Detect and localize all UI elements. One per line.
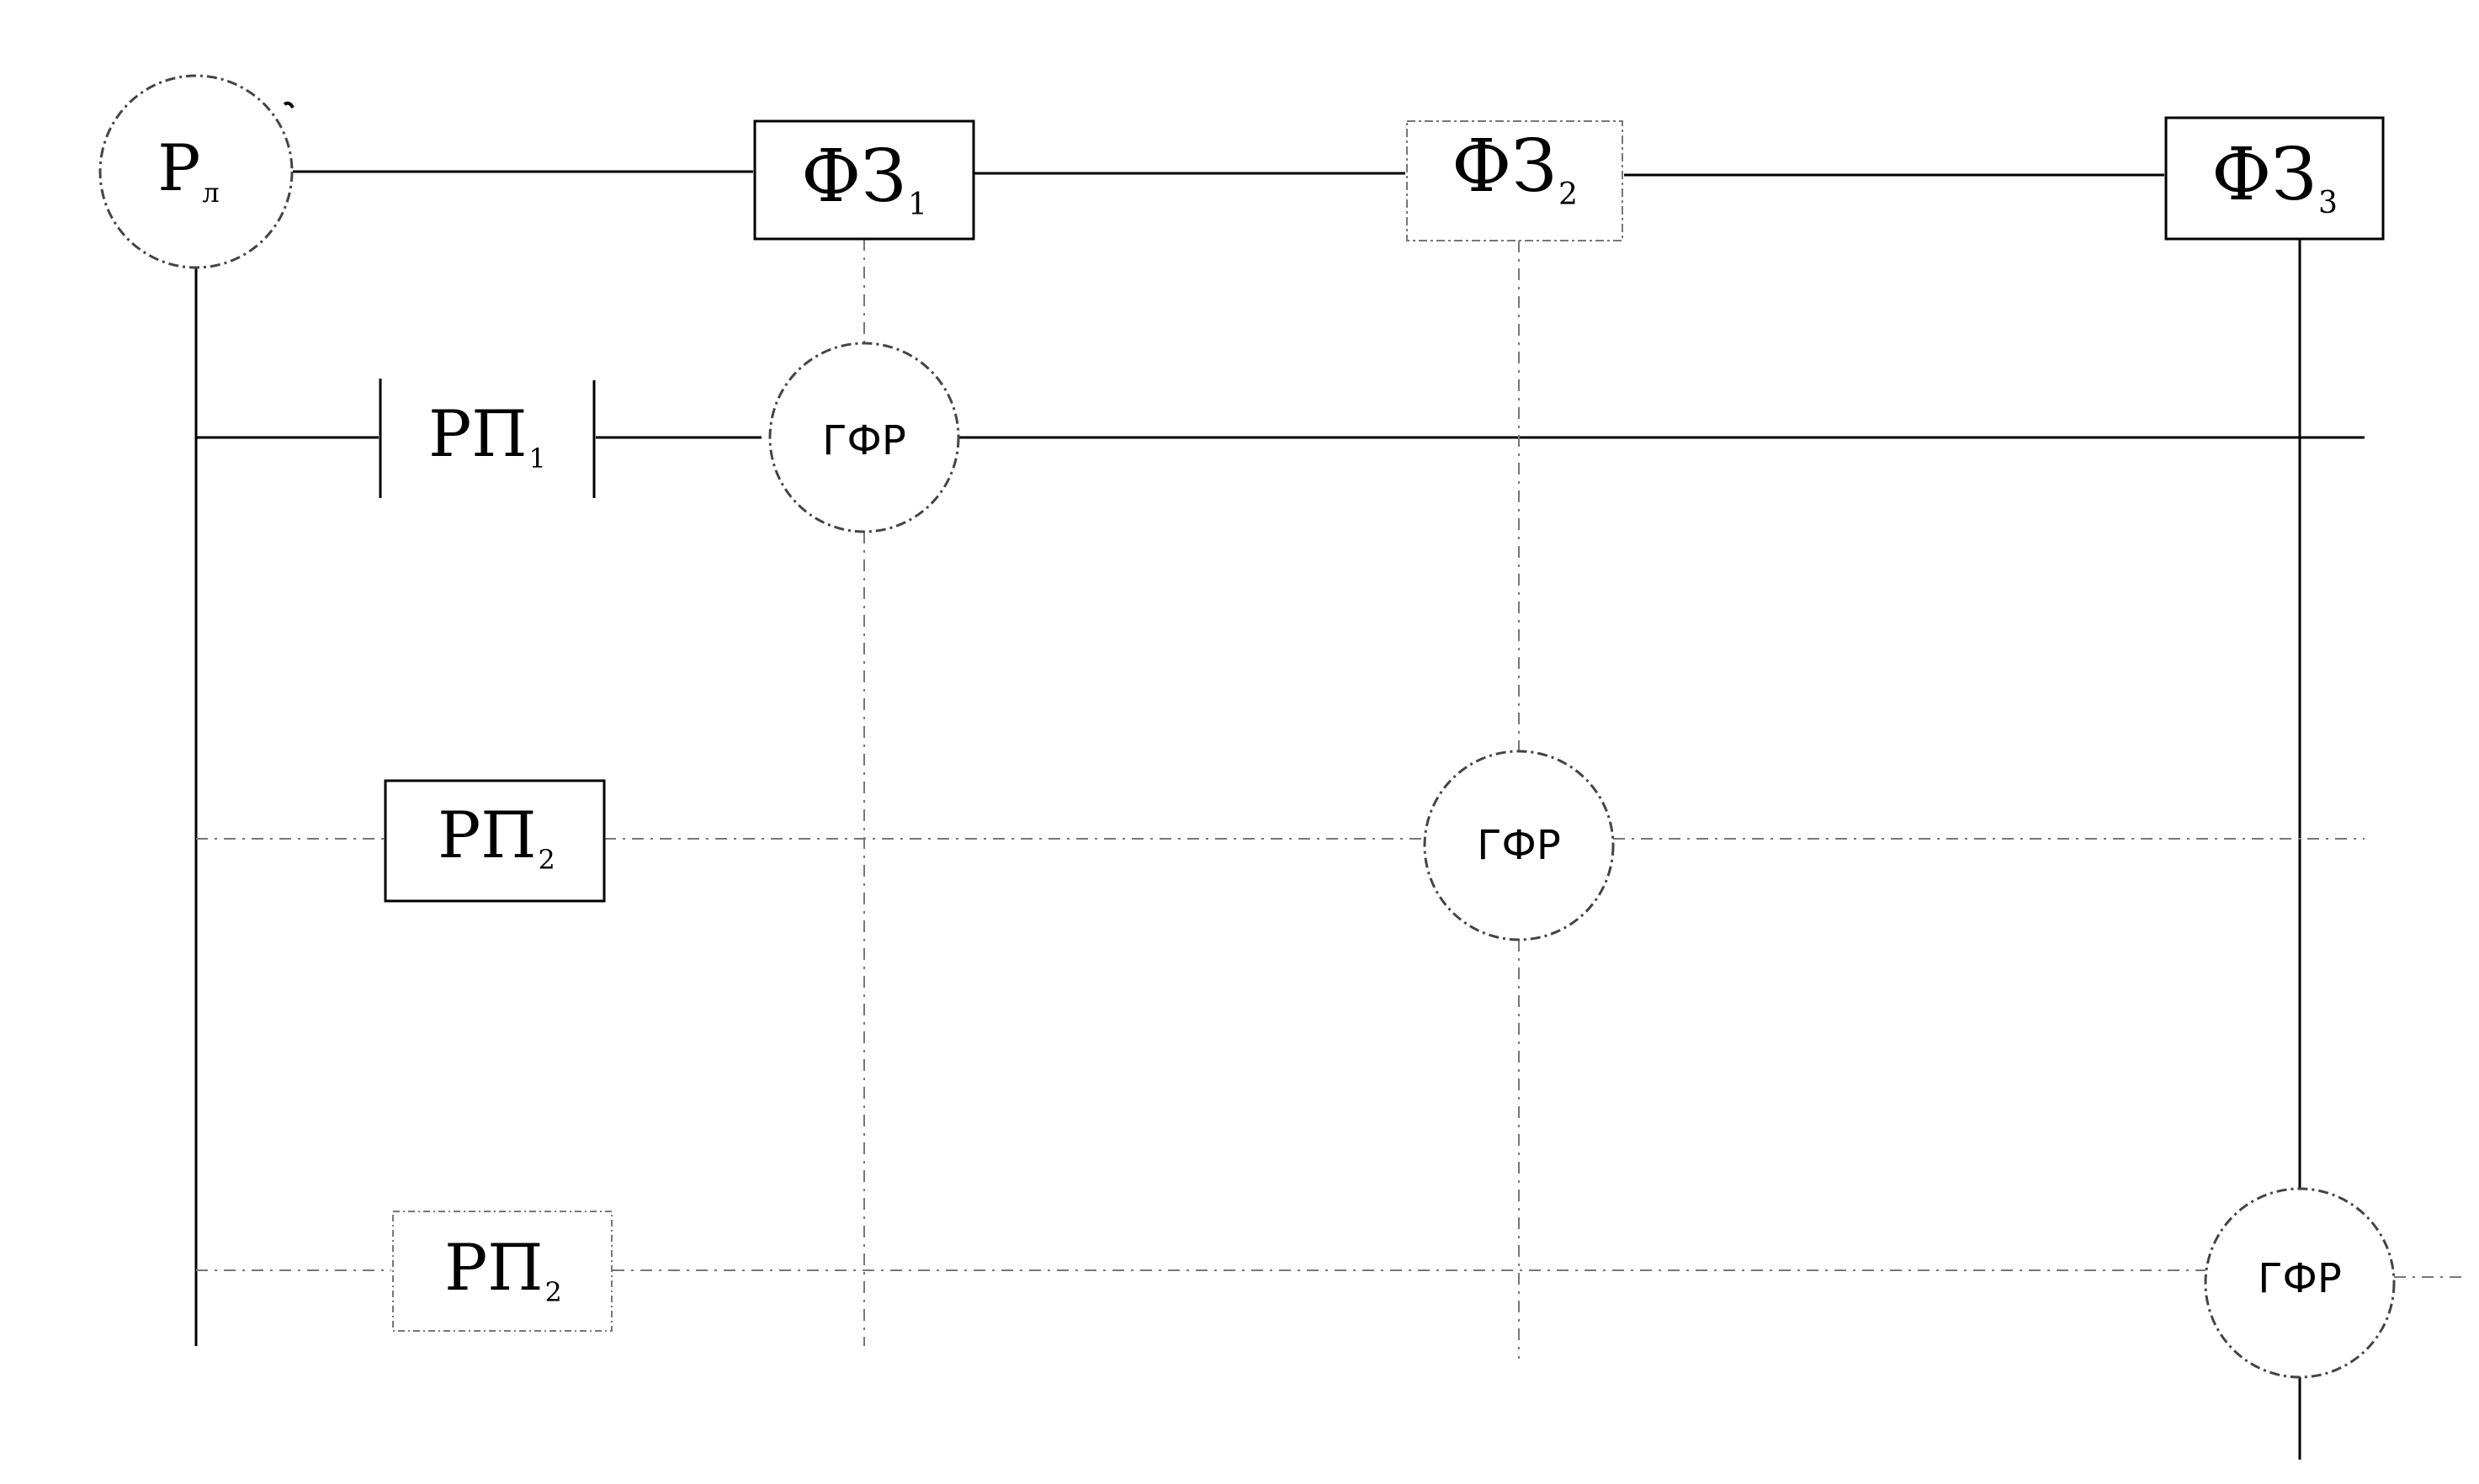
label-rl: Рл <box>157 135 220 209</box>
label-fz3-sub: 3 <box>2317 184 2338 221</box>
node-rl-circle <box>98 74 294 269</box>
label-rp2a-sub: 2 <box>538 844 555 877</box>
node-fz3-box <box>2164 116 2385 241</box>
node-fz1-box <box>753 119 975 241</box>
node-fz2-box <box>1406 120 1623 241</box>
label-gfr1: ГФР <box>822 417 906 464</box>
label-rp2a-main: РП <box>438 797 537 872</box>
ink-mark <box>283 101 295 109</box>
label-gfr2: ГФР <box>1477 822 1561 869</box>
label-rp2b: РП2 <box>444 1235 562 1309</box>
label-rp2b-main: РП <box>444 1229 544 1305</box>
node-gfr2-circle <box>1423 750 1615 941</box>
node-gfr3-circle <box>2204 1187 2396 1379</box>
node-rp2a-box <box>384 779 606 903</box>
label-rp2b-sub: 2 <box>544 1276 562 1309</box>
dashed-lines <box>196 239 2466 1359</box>
label-fz2-sub: 2 <box>1558 176 1578 213</box>
solid-lines <box>194 170 2365 1460</box>
label-rl-main: Р <box>157 130 201 205</box>
label-fz2-main: ФЗ <box>1452 124 1557 209</box>
label-rp1-sub: 1 <box>528 443 546 475</box>
label-fz1-sub: 1 <box>907 186 927 223</box>
label-fz2: ФЗ2 <box>1452 130 1578 209</box>
node-gfr1-circle <box>768 342 960 533</box>
label-fz3-main: ФЗ <box>2211 132 2317 217</box>
label-gfr3: ГФР <box>2258 1255 2342 1302</box>
label-rp1: РП1 <box>428 401 546 475</box>
label-fz3: ФЗ3 <box>2211 139 2338 218</box>
label-rp2a: РП2 <box>438 803 555 874</box>
label-fz1: ФЗ1 <box>801 140 927 220</box>
label-fz1-main: ФЗ <box>801 134 906 219</box>
label-rp1-main: РП <box>428 395 528 471</box>
node-rp2b-box <box>392 1211 613 1332</box>
label-rl-sub: л <box>202 177 220 209</box>
